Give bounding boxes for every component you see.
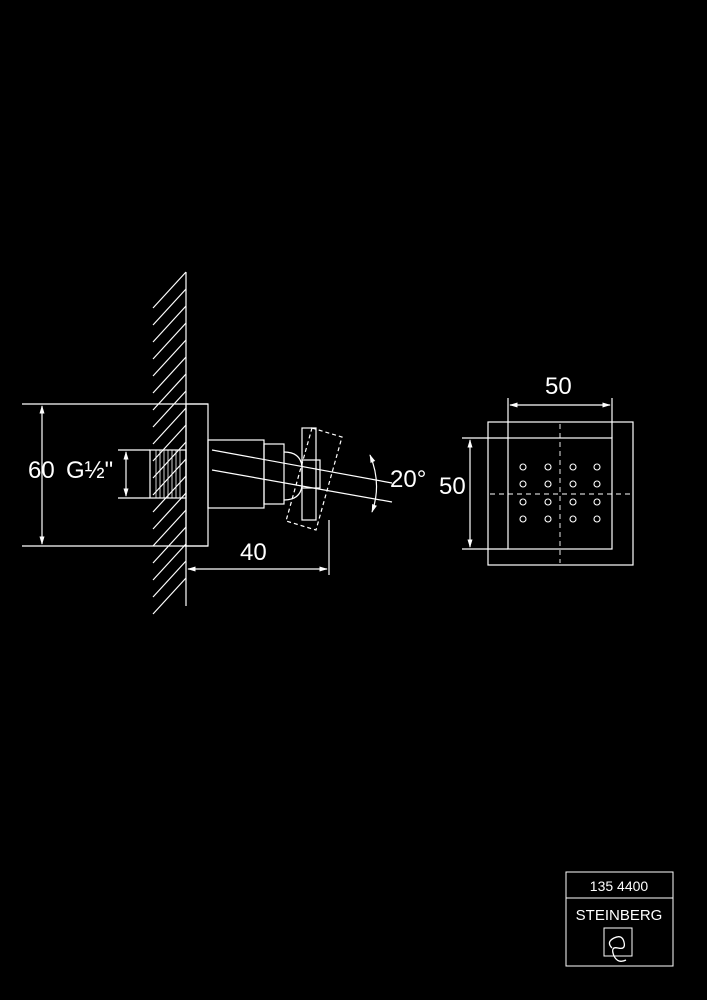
tilted-head-outline: [285, 427, 343, 531]
hatch-line: [152, 458, 187, 496]
ball-joint: [283, 451, 303, 501]
nozzle-icon: [519, 498, 527, 506]
wall-flange: [185, 403, 209, 547]
hatch-line: [152, 424, 187, 462]
hatch-line: [152, 271, 187, 309]
title-block-frame: [565, 871, 674, 967]
hatch-line: [152, 492, 187, 530]
dim-label-height: 50: [439, 473, 466, 500]
dim-label-thread: G½": [66, 457, 113, 484]
hatch-line: [152, 288, 187, 326]
hatch-line: [152, 475, 187, 513]
nozzle-icon: [593, 463, 601, 471]
hatch-line: [152, 407, 187, 445]
front-view: [462, 398, 634, 566]
head-connector: [301, 459, 321, 489]
nozzle-icon: [569, 498, 577, 506]
hatch-line: [152, 560, 187, 598]
hatch-line: [152, 526, 187, 564]
nozzle-icon: [519, 515, 527, 523]
nozzle-grid: [519, 463, 601, 523]
brand-logo-icon: [603, 927, 633, 962]
angle-reference-line-2: [211, 469, 393, 503]
hatch-line: [152, 322, 187, 360]
hatch-line: [152, 390, 187, 428]
hatch-line: [152, 339, 187, 377]
angle-reference-line-1: [211, 449, 393, 484]
nozzle-icon: [544, 498, 552, 506]
wall-hatching: [152, 271, 187, 615]
hatch-line: [152, 543, 187, 581]
nozzle-icon: [544, 463, 552, 471]
hatch-line: [152, 509, 187, 547]
title-block: [565, 871, 674, 967]
nozzle-icon: [519, 480, 527, 488]
nozzle-icon: [593, 515, 601, 523]
dim-label-40: 40: [240, 539, 267, 566]
head-outer-plate: [487, 421, 634, 566]
nozzle-head-side: [301, 427, 317, 521]
nozzle-icon: [519, 463, 527, 471]
nozzle-icon: [544, 480, 552, 488]
nozzle-icon: [593, 480, 601, 488]
nozzle-icon: [593, 498, 601, 506]
dim-label-60: 60: [28, 457, 55, 484]
article-number: 135 4400: [590, 878, 649, 894]
thread-lines: [155, 450, 181, 498]
hatch-line: [152, 577, 187, 615]
angle-arc: [369, 454, 378, 513]
side-view: [22, 271, 393, 615]
nozzle-icon: [569, 515, 577, 523]
brand-name: STEINBERG: [576, 907, 663, 924]
dim-label-width: 50: [545, 373, 572, 400]
nozzle-icon: [544, 515, 552, 523]
hatch-line: [152, 305, 187, 343]
hatch-line: [152, 441, 187, 479]
dim-label-angle: 20°: [390, 466, 426, 493]
connector-collar: [263, 443, 285, 505]
nozzle-icon: [569, 480, 577, 488]
hatch-line: [152, 356, 187, 394]
nozzle-icon: [569, 463, 577, 471]
